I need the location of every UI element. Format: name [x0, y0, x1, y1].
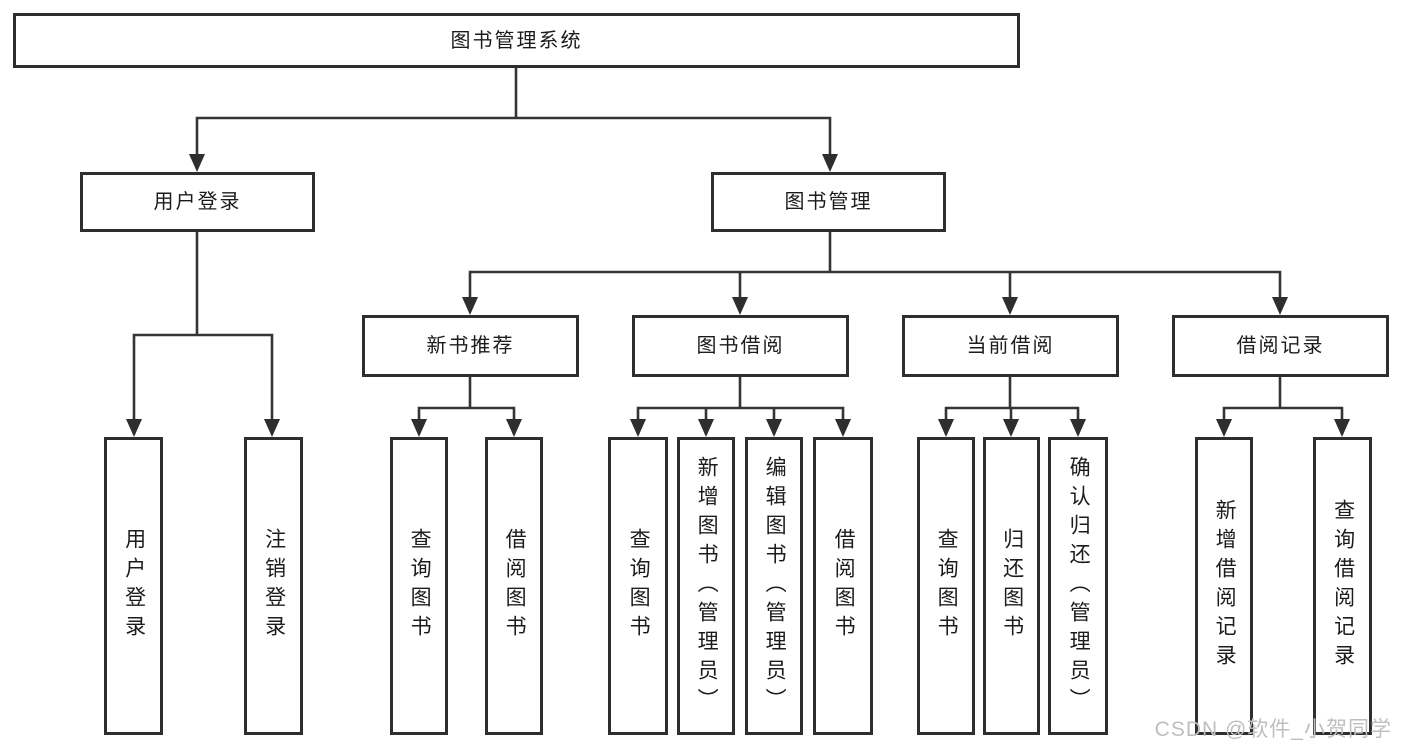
node-current-borrow: 当前借阅: [902, 315, 1119, 377]
leaf-query-borrow-record: 查询借阅记录: [1313, 437, 1372, 735]
connector-book-borrow-to-leaves: [630, 377, 851, 437]
connector-borrow-record-to-leaves: [1216, 377, 1350, 437]
node-book-borrow: 图书借阅: [632, 315, 849, 377]
node-book-management: 图书管理: [711, 172, 946, 232]
leaf-add-book-admin: 新增图书（管理员）: [677, 437, 735, 735]
node-user-login: 用户登录: [80, 172, 315, 232]
leaf-borrow-books: 借阅图书: [813, 437, 873, 735]
leaf-confirm-return-admin-label: 确认归还（管理员）: [1067, 455, 1091, 717]
connector-new-book-recommend-to-leaves: [411, 377, 522, 437]
leaf-logout-label: 注销登录: [262, 528, 286, 644]
node-current-borrow-label: 当前借阅: [966, 335, 1055, 357]
connector-root-to-level2: [189, 68, 838, 172]
leaf-query-books-borrow: 查询图书: [608, 437, 668, 735]
node-borrow-record-label: 借阅记录: [1236, 335, 1325, 357]
node-root: 图书管理系统: [13, 13, 1020, 68]
leaf-user-login-label: 用户登录: [122, 528, 146, 644]
leaf-edit-book-admin-label: 编辑图书（管理员）: [763, 455, 787, 717]
leaf-edit-book-admin: 编辑图书（管理员）: [745, 437, 803, 735]
leaf-borrow-books-label: 借阅图书: [832, 528, 856, 644]
leaf-query-books-current: 查询图书: [917, 437, 975, 735]
csdn-watermark: CSDN @软件_小贺同学: [1154, 718, 1392, 741]
leaf-add-borrow-record: 新增借阅记录: [1195, 437, 1253, 735]
leaf-query-books-current-label: 查询图书: [935, 528, 959, 644]
connector-user-login-to-leaves: [126, 232, 280, 437]
connector-book-management-to-level3: [462, 232, 1288, 315]
node-root-label: 图书管理系统: [450, 29, 583, 52]
node-new-book-recommend-label: 新书推荐: [426, 335, 515, 357]
node-borrow-record: 借阅记录: [1172, 315, 1389, 377]
leaf-add-borrow-record-label: 新增借阅记录: [1213, 499, 1237, 673]
leaf-query-books-recommend-label: 查询图书: [408, 528, 432, 644]
leaf-borrow-books-recommend: 借阅图书: [485, 437, 543, 735]
leaf-borrow-books-recommend-label: 借阅图书: [503, 528, 527, 644]
node-book-management-label: 图书管理: [784, 191, 873, 213]
leaf-return-book: 归还图书: [983, 437, 1040, 735]
leaf-add-book-admin-label: 新增图书（管理员）: [695, 455, 719, 717]
leaf-query-borrow-record-label: 查询借阅记录: [1331, 499, 1355, 673]
connector-current-borrow-to-leaves: [938, 377, 1086, 437]
leaf-return-book-label: 归还图书: [1000, 528, 1024, 644]
leaf-user-login: 用户登录: [104, 437, 163, 735]
node-new-book-recommend: 新书推荐: [362, 315, 579, 377]
node-user-login-label: 用户登录: [153, 191, 242, 213]
node-book-borrow-label: 图书借阅: [696, 335, 785, 357]
leaf-query-books-recommend: 查询图书: [390, 437, 448, 735]
leaf-confirm-return-admin: 确认归还（管理员）: [1048, 437, 1108, 735]
leaf-logout: 注销登录: [244, 437, 303, 735]
leaf-query-books-borrow-label: 查询图书: [627, 528, 651, 644]
